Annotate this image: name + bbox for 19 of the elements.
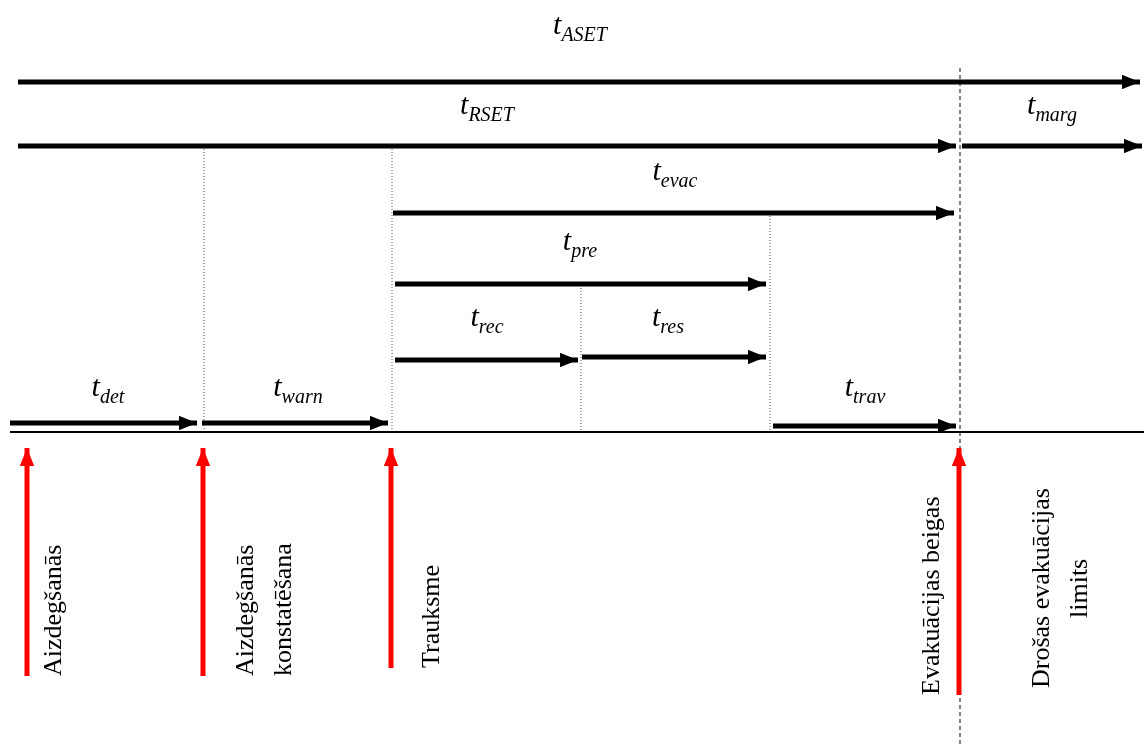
event-label: Drošas evakuācijas limits: [1022, 462, 1098, 714]
arrow: [951, 448, 967, 695]
time-label: t$_{rec}$: [470, 298, 504, 338]
time-label: t$_{det}$: [91, 368, 125, 408]
time-label: t$_{res}$: [652, 298, 684, 338]
time-label: t$_{evac}$: [652, 152, 698, 192]
arrow: [19, 448, 35, 676]
event-label: Trauksme: [412, 500, 444, 668]
time-label: t$_{marg}$: [1027, 86, 1077, 126]
time-label: t$_{warn}$: [273, 368, 323, 408]
event-label: Aizdegšanās: [34, 480, 66, 676]
time-label: t$_{pre}$: [562, 222, 598, 262]
time-label: t$_{trav}$: [844, 368, 886, 408]
event-label: Aizdegšanās konstatēšana: [226, 470, 302, 676]
time-label: t$_{ASET}$: [553, 6, 607, 46]
time-label: t$_{RSET}$: [460, 86, 514, 126]
arrow: [195, 448, 211, 676]
event-label: Evakuācijas beigas: [912, 455, 944, 695]
arrow: [383, 448, 399, 668]
